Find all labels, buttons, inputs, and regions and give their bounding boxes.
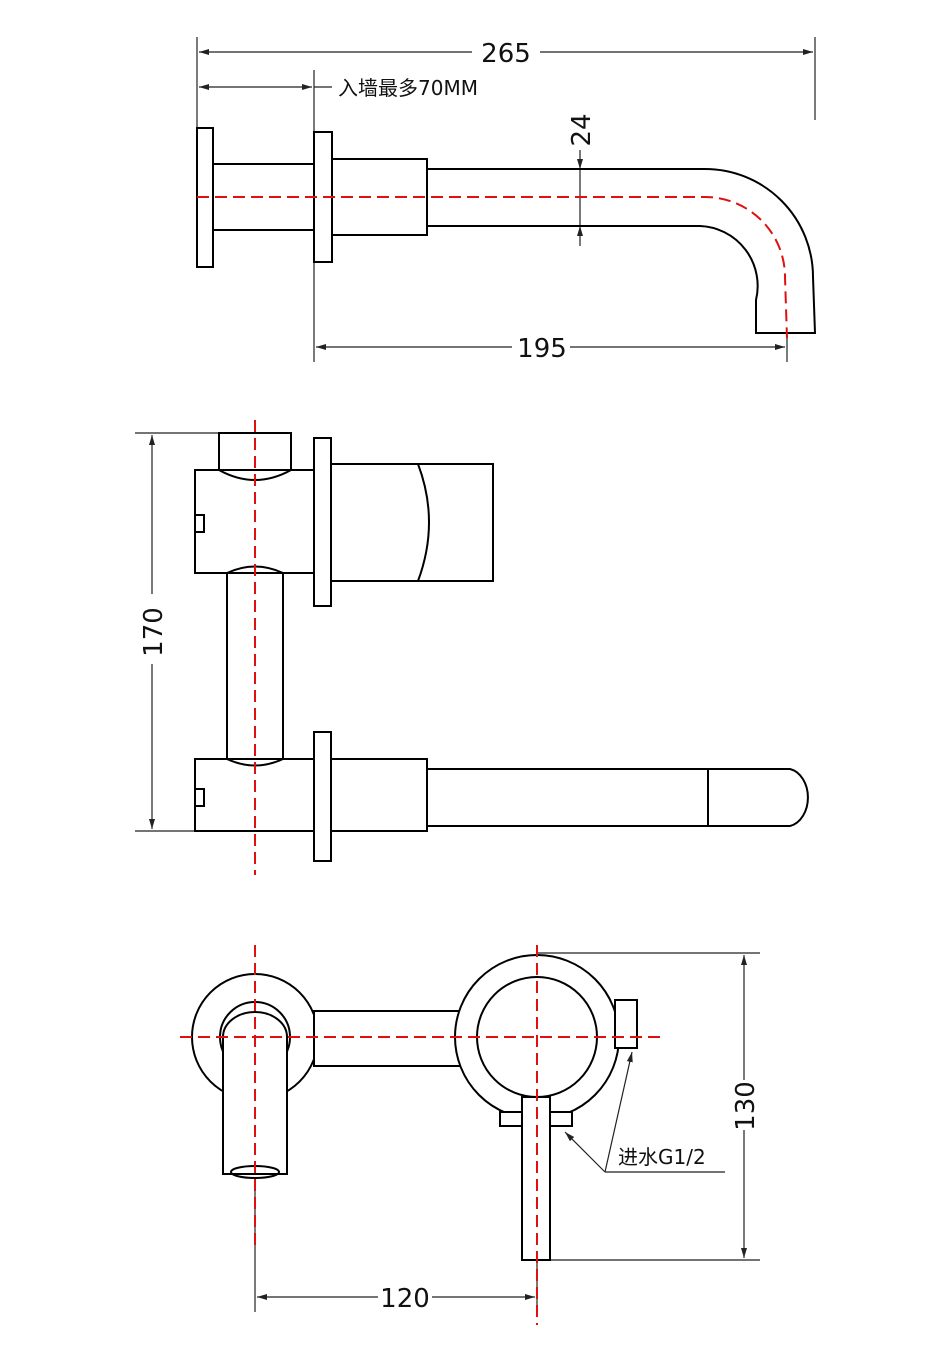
upper-flange [313, 437, 332, 607]
connecting-bar [313, 1010, 465, 1067]
spout [427, 168, 817, 334]
dim-overall-length: 265 [199, 39, 813, 69]
dim-wall-depth: 入墙最多70MM [199, 76, 478, 100]
handle-cylinder [330, 463, 494, 582]
side-view: 265 入墙最多70MM 24 195 [196, 37, 817, 364]
dim-spout-diameter: 24 [567, 113, 597, 246]
dim-plate-height: 130 [731, 955, 761, 1258]
dim-overall-length-label: 265 [481, 39, 531, 69]
dim-height: 170 [139, 435, 169, 829]
spout-top [427, 768, 809, 827]
water-inlet-callout: 进水G1/2 [564, 1051, 725, 1173]
dim-spout-diameter-label: 24 [567, 113, 597, 146]
spout-collar-top [330, 758, 428, 832]
valve-body [212, 163, 317, 231]
inlet-port [614, 999, 638, 1049]
spout-centerline [197, 196, 788, 339]
handle-cap-curve [417, 463, 430, 582]
lower-flange [313, 731, 332, 862]
dim-handle-spacing: 120 [257, 1284, 535, 1314]
top-view: 170 [135, 420, 809, 875]
lower-screw-slot [194, 788, 205, 807]
dim-spout-length: 195 [316, 334, 785, 364]
handle-lever [521, 1096, 551, 1261]
dim-height-label: 170 [139, 607, 169, 657]
front-view: 130 进水G1/2 120 [180, 945, 761, 1325]
upper-screw-slot [194, 514, 205, 533]
water-inlet-note: 进水G1/2 [618, 1145, 706, 1169]
dim-handle-spacing-label: 120 [380, 1284, 430, 1314]
dim-spout-length-label: 195 [517, 334, 567, 364]
wall-depth-note: 入墙最多70MM [338, 76, 478, 100]
dim-plate-height-label: 130 [731, 1081, 761, 1131]
